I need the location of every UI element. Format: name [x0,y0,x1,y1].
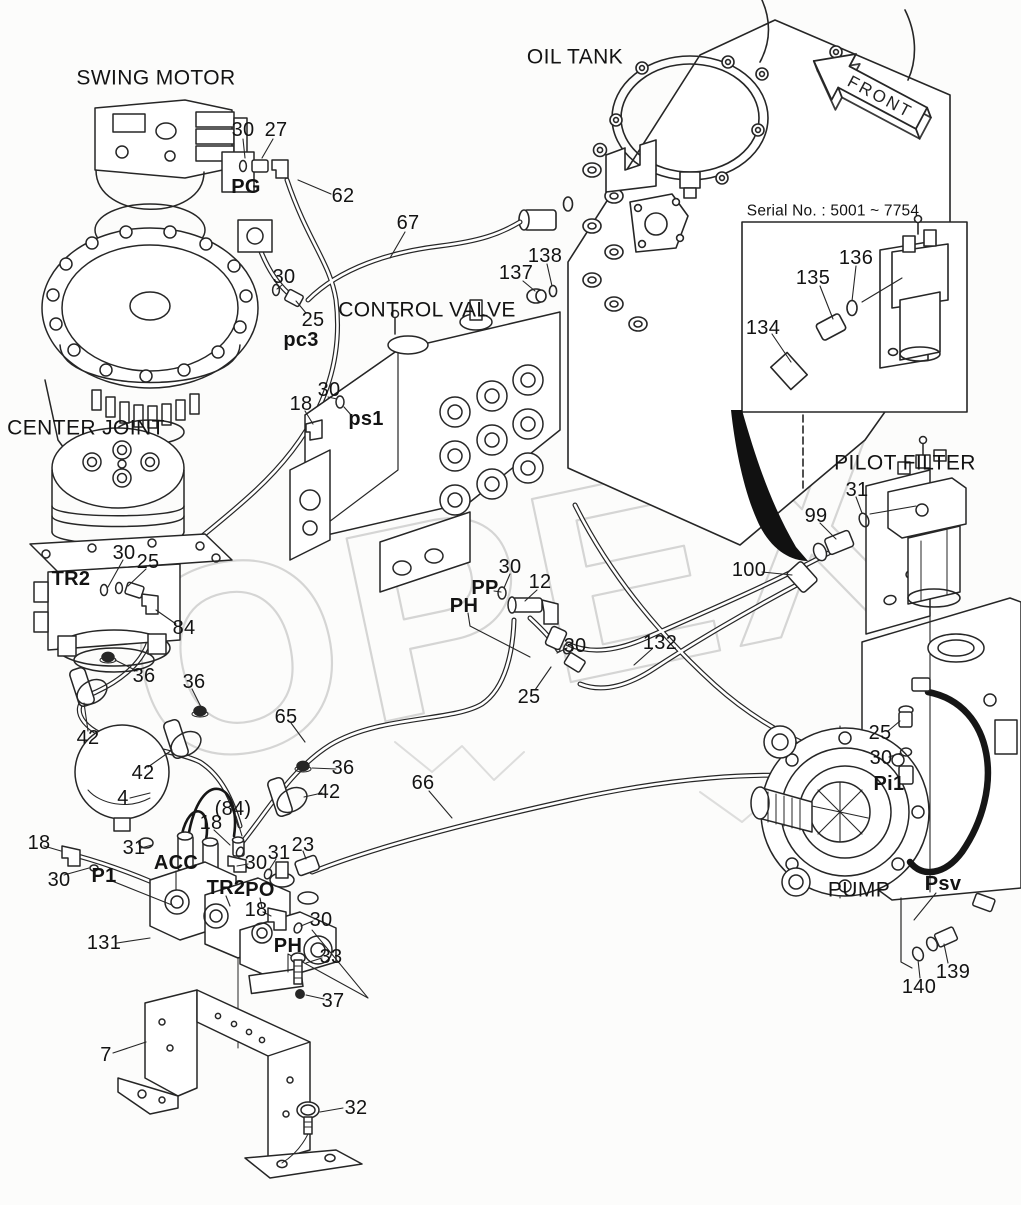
part-number-callout: 140 [901,976,937,998]
part-number-callout: 31 [845,479,869,501]
swing-motor-drawing [41,99,304,471]
part-number-callout: 30 [309,909,333,931]
part-number-callout: 36 [132,665,156,687]
part-number-callout: 42 [131,762,155,784]
part-number-callout: 12 [528,571,552,593]
part-number-callout: 18 [199,812,223,834]
part-number-callout: 30 [231,119,255,141]
part-number-callout: 135 [795,267,831,289]
pump-drawing [750,597,1021,969]
part-number-callout: 100 [731,559,767,581]
component-title: SWING MOTOR [76,66,236,90]
part-number-callout: 66 [411,772,435,794]
part-number-callout: 25 [868,722,892,744]
component-title: PUMP [827,878,891,902]
part-number-callout: 27 [264,119,288,141]
port-label: TR2 [51,568,91,590]
part-number-callout: 33 [319,946,343,968]
part-number-callout: 36 [182,671,206,693]
component-title: OIL TANK [526,45,624,69]
part-number-callout: 25 [136,551,160,573]
part-number-callout: 7 [100,1044,112,1066]
part-number-callout: 18 [27,832,51,854]
part-number-callout: 30 [244,852,268,874]
part-number-callout: (84) [214,798,252,820]
part-number-callout: 30 [112,542,136,564]
port-label: TR2 [206,877,246,899]
part-number-callout: 30 [563,635,587,657]
port-label: PP [471,577,499,599]
part-number-callout: 31 [267,842,291,864]
port-label: PG [231,176,261,198]
part-number-callout: 30 [47,869,71,891]
pilot-filter-drawing [786,435,967,635]
control-valve-drawing [289,299,586,673]
port-label: ps1 [348,408,384,430]
port-label: pc3 [283,329,319,351]
port-label: PH [449,595,479,617]
part-number-callout: 32 [344,1097,368,1119]
part-number-callout: 131 [86,932,122,954]
accumulator-drawing [74,724,170,849]
part-number-callout: 25 [517,686,541,708]
part-number-callout: 99 [804,505,828,527]
part-number-callout: 37 [321,990,345,1012]
serial-box [741,214,968,413]
port-label: ACC [153,852,199,874]
part-number-callout: 23 [291,834,315,856]
part-number-callout: 25 [301,309,325,331]
port-label: PO [245,879,275,901]
part-number-callout: 62 [331,185,355,207]
part-number-callout: 31 [122,837,146,859]
part-number-callout: 65 [274,706,298,728]
bracket-drawing [117,952,363,1179]
part-number-callout: 18 [244,899,268,921]
port-label: Pi1 [873,773,905,795]
leader-lines [43,138,949,1113]
component-title: PILOT FILTER [834,451,976,475]
part-number-callout: 42 [76,727,100,749]
component-title: CENTER JOINT [7,416,165,440]
part-number-callout: 134 [745,317,781,339]
component-title: CONTROL VALVE [338,298,516,322]
part-number-callout: 139 [935,961,971,983]
port-label: PH [273,935,303,957]
part-number-callout: 30 [869,747,893,769]
part-number-callout: 67 [396,212,420,234]
part-number-callout: 30 [498,556,522,578]
port-label: P1 [91,865,117,887]
part-number-callout: 30 [317,379,341,401]
part-number-callout: 136 [838,247,874,269]
part-number-callout: 36 [331,757,355,779]
part-number-callout: 132 [642,632,678,654]
part-number-callout: 4 [117,787,129,809]
part-number-callout: 137 [498,262,534,284]
part-number-callout: 18 [289,393,313,415]
part-number-callout: 84 [172,617,196,639]
port-label: Psv [924,873,962,895]
part-number-callout: 30 [272,266,296,288]
part-number-callout: 42 [317,781,341,803]
center-joint-drawing [29,427,233,673]
solenoid-valve-drawing [61,787,369,1049]
black-arrow-swoosh [731,410,808,561]
part-number-callout: 138 [527,245,563,267]
clamps [69,651,312,817]
serial-note: Serial No. : 5001 ~ 7754 [746,202,920,220]
